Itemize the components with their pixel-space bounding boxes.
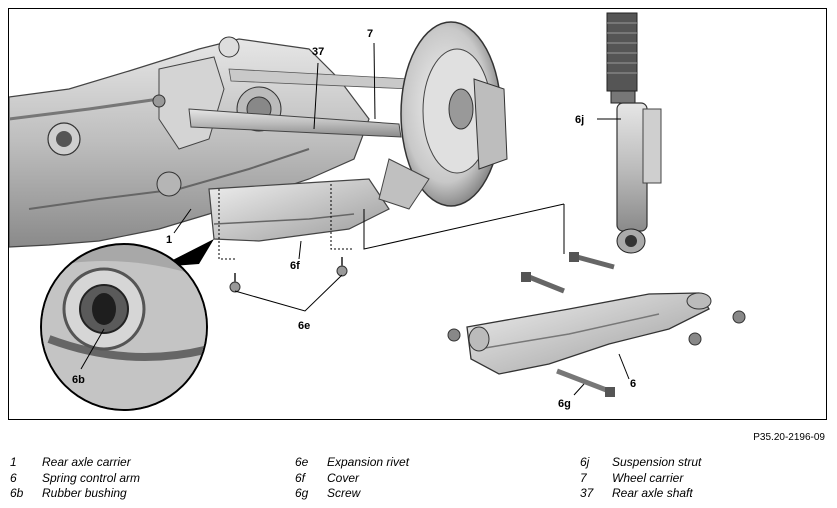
expansion-rivets-drawing (229, 257, 348, 293)
suspension-strut-drawing (606, 12, 662, 254)
callout-6f: 6f (290, 260, 300, 272)
illustration-frame: 37 7 6j 1 6f 6e 6b 6 6g (8, 8, 827, 420)
legend-number: 37 (580, 486, 594, 500)
legend-label: Rear axle carrier (42, 455, 131, 469)
callout-7: 7 (367, 28, 373, 40)
rear-axle-illustration: 37 7 6j 1 6f 6e 6b 6 6g (9, 12, 746, 411)
figure-id: P35.20-2196-09 (753, 432, 825, 443)
legend-label: Wheel carrier (612, 471, 684, 485)
legend-number: 7 (580, 471, 587, 485)
legend-number: 6 (10, 471, 17, 485)
legend-label: Cover (327, 471, 360, 485)
legend-label: Rubber bushing (42, 486, 127, 500)
callout-6j: 6j (575, 114, 584, 126)
installed-control-arm-drawing (208, 178, 390, 242)
leader-lines (80, 42, 630, 396)
legend-number: 6j (580, 455, 590, 469)
legend-number: 6f (295, 471, 306, 485)
bushing-detail-inset (40, 239, 214, 411)
callout-6: 6 (630, 378, 636, 390)
callout-1: 1 (166, 234, 172, 246)
legend-number: 6g (295, 486, 309, 500)
legend-number: 6e (295, 455, 309, 469)
rear-axle-carrier-drawing (9, 36, 370, 248)
legend-label: Spring control arm (42, 471, 141, 485)
callout-37: 37 (312, 46, 324, 58)
legend-label: Suspension strut (612, 455, 702, 469)
wheel-carrier-drawing (378, 21, 508, 210)
legend-label: Screw (327, 486, 361, 500)
callout-6g: 6g (558, 398, 571, 410)
legend-label: Expansion rivet (327, 455, 410, 469)
callout-6b: 6b (72, 374, 85, 386)
callout-6e: 6e (298, 320, 310, 332)
legend-number: 6b (10, 486, 24, 500)
legend-label: Rear axle shaft (612, 486, 693, 500)
legend-number: 1 (10, 455, 17, 469)
exploded-parts-drawing (447, 252, 746, 397)
